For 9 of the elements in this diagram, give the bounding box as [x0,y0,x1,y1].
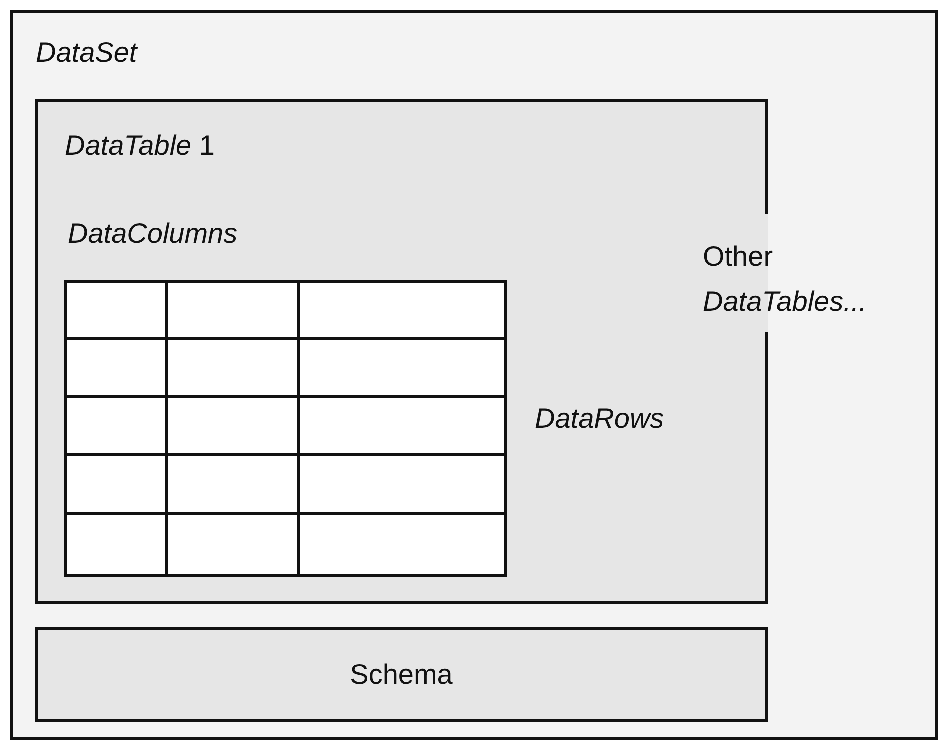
container-title: DataSet [36,36,138,70]
box-label: Schema [349,658,454,692]
panel-title: DataTable 1 [65,129,215,163]
data-grid [64,280,507,577]
row-label: DataRows [535,402,664,436]
column-label: DataColumns [68,217,238,251]
side-note: Other DataTables... [703,240,868,319]
dataset-container [10,10,938,740]
schema-box [35,627,768,722]
